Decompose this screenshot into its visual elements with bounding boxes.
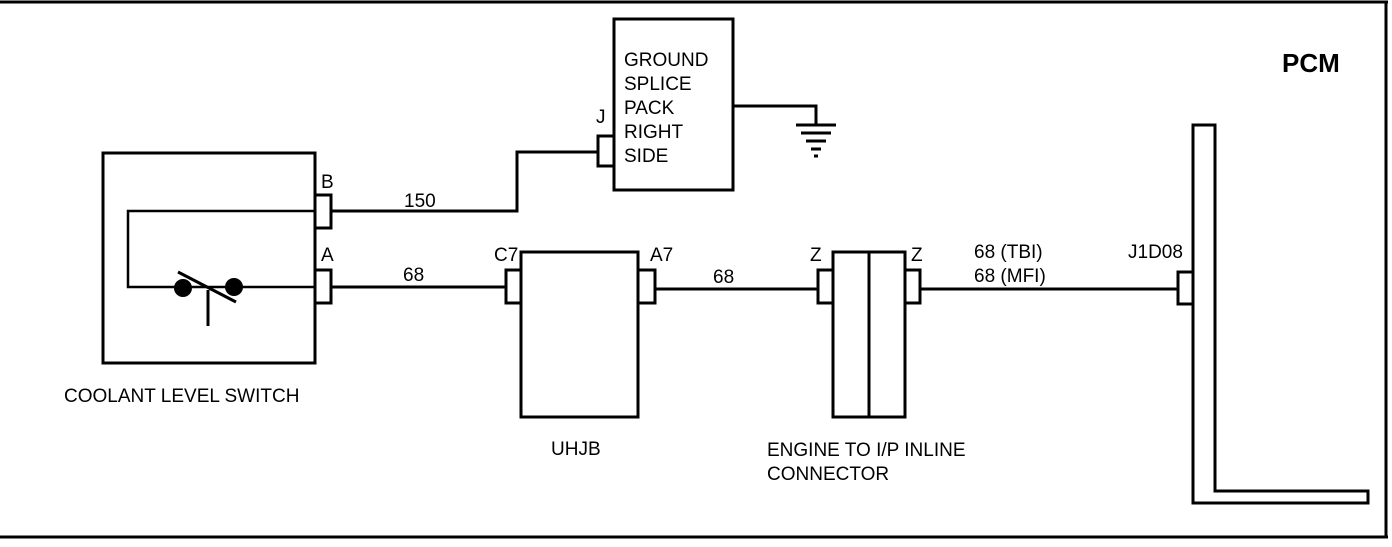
pcm-pin-label: J1D08 — [1128, 242, 1183, 263]
wire-68-a-label: 68 — [403, 265, 425, 286]
coolant-switch-pin-a — [313, 268, 333, 305]
ground-splice-pin-label: J — [596, 107, 606, 128]
uhjb-pin-a7-label: A7 — [650, 245, 674, 266]
diagram-title: PCM — [1282, 48, 1340, 78]
ground-splice-line-5: SIDE — [624, 146, 669, 167]
inline-connector-name-line-1: ENGINE TO I/P INLINE — [767, 440, 966, 461]
ground-splice-line-1: GROUND — [624, 50, 709, 71]
pcm-pin-j1d08 — [1176, 270, 1195, 306]
inline-pin-right-label: Z — [911, 245, 923, 266]
pcm-outline — [1191, 123, 1370, 505]
inline-connector-pin-left — [816, 268, 835, 305]
coolant-switch-name: COOLANT LEVEL SWITCH — [64, 386, 300, 407]
inline-pin-left-label: Z — [810, 245, 822, 266]
wire-68-b-label: 68 — [713, 267, 735, 288]
coolant-switch-box — [101, 151, 317, 365]
uhjb-box — [519, 250, 640, 419]
inline-connector-pin-right — [903, 268, 922, 305]
ground-splice-line-3: PACK — [624, 98, 675, 119]
coolant-pin-a-label: A — [321, 245, 334, 266]
ground-symbol — [733, 104, 836, 158]
uhjb-name: UHJB — [551, 439, 601, 460]
wire-68-mfi-label: 68 (MFI) — [974, 266, 1046, 287]
coolant-pin-b-label: B — [321, 172, 334, 193]
wire-150-label: 150 — [404, 191, 436, 212]
wires — [331, 150, 1178, 291]
ground-splice-line-2: SPLICE — [624, 74, 692, 95]
ground-splice-label: GROUND SPLICE PACK RIGHT SIDE — [624, 49, 708, 169]
ground-splice-line-4: RIGHT — [624, 122, 684, 143]
coolant-switch-pin-b — [313, 193, 333, 230]
wire-68-tbi-label: 68 (TBI) — [974, 242, 1043, 263]
uhjb-pin-c7 — [504, 268, 523, 305]
inline-connector-name-line-2: CONNECTOR — [767, 464, 890, 485]
uhjb-pin-a7 — [636, 268, 657, 305]
switch-contact-left — [174, 279, 192, 297]
wire-150 — [331, 150, 598, 213]
switch-contact-symbol — [126, 209, 315, 326]
ground-splice-pin-j — [596, 134, 616, 168]
uhjb-pin-c7-label: C7 — [494, 245, 519, 266]
switch-contact-right — [225, 278, 243, 296]
